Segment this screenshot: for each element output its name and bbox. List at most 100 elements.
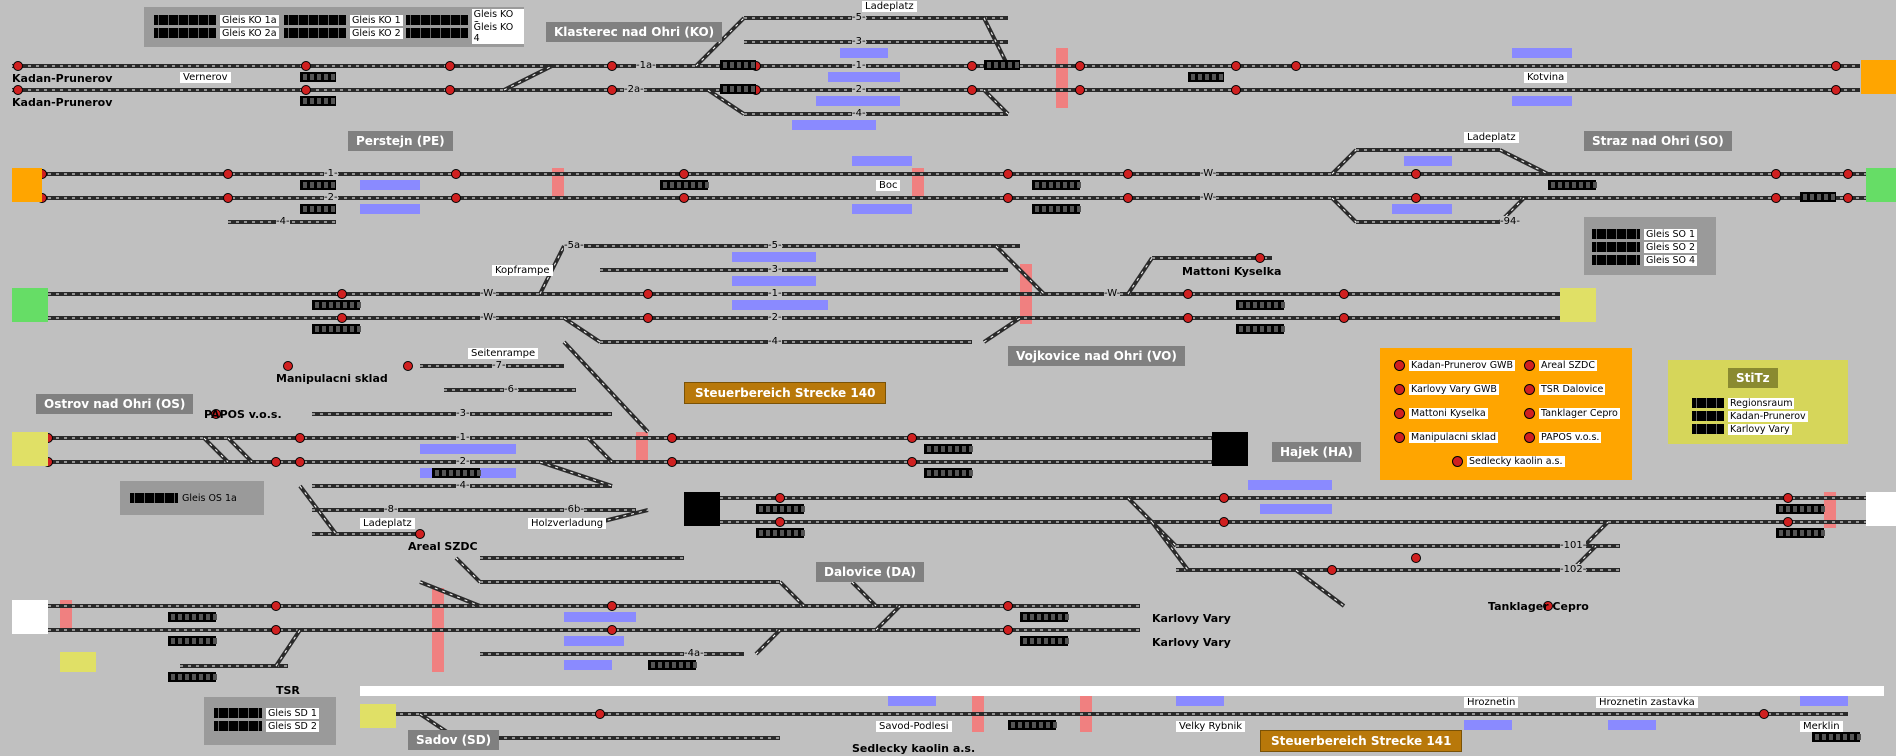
- track-num-os-7[interactable]: -7-: [492, 360, 506, 371]
- edge-marker-east-vojkovice[interactable]: [1560, 288, 1596, 322]
- gleis-so-1-row[interactable]: Gleis SO 1: [1592, 228, 1698, 240]
- station-hajek[interactable]: Hajek (HA): [1272, 442, 1361, 462]
- gleis-sd-2-row[interactable]: Gleis SD 2: [214, 720, 319, 732]
- station-sadov[interactable]: Sadov (SD): [408, 730, 500, 750]
- gleis-ko-4-row[interactable]: Gleis KO 4: [406, 22, 524, 44]
- gleis-so-2-row[interactable]: Gleis SO 2: [1592, 241, 1698, 253]
- gleis-ko-2a-row[interactable]: Gleis KO 2a: [154, 27, 279, 39]
- track-display-cell: [1824, 194, 1828, 200]
- gleis-os-1a-row[interactable]: Gleis OS 1a: [130, 492, 237, 504]
- edge-marker-black-1[interactable]: [1212, 432, 1248, 466]
- track-num-os-6b[interactable]: -6b-: [564, 504, 584, 515]
- track-display-cell: [759, 506, 763, 512]
- track-num-ko-5[interactable]: -5-: [852, 12, 866, 23]
- signal-icon: [223, 193, 233, 203]
- gleis-so-1-label: Gleis SO 1: [1644, 228, 1698, 240]
- signal-icon: [1771, 169, 1781, 179]
- track-num-pe-4[interactable]: -4-: [276, 216, 290, 227]
- track-num-vo-w2[interactable]: -W-: [480, 312, 497, 323]
- track-num-os-4[interactable]: -4-: [456, 480, 470, 491]
- station-ostrov[interactable]: Ostrov nad Ohri (OS): [36, 394, 194, 414]
- track-num-vo-2[interactable]: -2-: [768, 312, 782, 323]
- track-num-os-2[interactable]: -2-: [456, 456, 470, 467]
- option-kadan-gwb[interactable]: Kadan-Prunerov GWB: [1394, 360, 1515, 371]
- gleis-ko-1a-row[interactable]: Gleis KO 1a: [154, 14, 279, 26]
- track-num-pe-2[interactable]: -2-: [324, 192, 338, 203]
- station-perstejn[interactable]: Perstejn (PE): [348, 131, 453, 151]
- track-num-vo-1[interactable]: -1-: [768, 288, 782, 299]
- track-display-cell: [987, 62, 991, 68]
- gleis-so-4-row[interactable]: Gleis SO 4: [1592, 254, 1698, 266]
- track-segment: [562, 316, 602, 344]
- track-num-w-1[interactable]: -W-: [1200, 168, 1217, 179]
- steuerbereich-141[interactable]: Steuerbereich Strecke 141: [1260, 730, 1463, 752]
- track-num-pe-1[interactable]: -1-: [324, 168, 338, 179]
- edge-marker-tsr[interactable]: [60, 652, 96, 672]
- option-tanklager[interactable]: Tanklager Cepro: [1524, 408, 1620, 419]
- track-num-ko-3[interactable]: -3-: [852, 36, 866, 47]
- track-display-cell: [1253, 326, 1257, 332]
- track-num-ko-2a[interactable]: -2a-: [624, 84, 644, 95]
- station-klasterec[interactable]: Klasterec nad Ohri (KO): [546, 22, 723, 42]
- signal-icon: [451, 193, 461, 203]
- track-segment-dash: [755, 629, 781, 655]
- edge-marker-east-hajek[interactable]: [1866, 492, 1896, 526]
- track-num-ko-1[interactable]: -1-: [852, 60, 866, 71]
- track-num-ha-101[interactable]: -101-: [1560, 540, 1587, 551]
- track-num-os-1[interactable]: -1-: [456, 432, 470, 443]
- option-sedlecky[interactable]: Sedlecky kaolin a.s.: [1452, 456, 1565, 467]
- edge-marker-west-perstejn[interactable]: [12, 168, 42, 202]
- edge-marker-sadov[interactable]: [360, 704, 396, 728]
- track-segment-dash: [1499, 149, 1549, 175]
- edge-marker-west-dalovice[interactable]: [12, 600, 48, 634]
- signal-icon: [1843, 193, 1853, 203]
- track-num-vo-w3[interactable]: -W-: [1104, 288, 1121, 299]
- stitz-regionsraum-row[interactable]: Regionsraum: [1692, 397, 1808, 409]
- gleis-ko-1-row[interactable]: Gleis KO 1: [284, 14, 403, 26]
- track-segment-dash: [695, 17, 745, 67]
- track-display-cell: [1281, 302, 1285, 308]
- place-kadan-lower: Kadan-Prunerov: [12, 96, 113, 109]
- track-num-os-6[interactable]: -6-: [504, 384, 518, 395]
- track-num-os-3[interactable]: -3-: [456, 408, 470, 419]
- option-karlovy-gwb[interactable]: Karlovy Vary GWB: [1394, 384, 1499, 395]
- stitz-karlovy-row[interactable]: Karlovy Vary: [1692, 423, 1808, 435]
- track-display-cell: [1018, 722, 1022, 728]
- track-num-vo-5a[interactable]: -5a-: [564, 240, 584, 251]
- track-num-vo-5[interactable]: -5-: [768, 240, 782, 251]
- track-display-cell: [303, 98, 307, 104]
- station-dalovice[interactable]: Dalovice (DA): [816, 562, 924, 582]
- track-display-cell: [1008, 62, 1012, 68]
- track-num-da-4a[interactable]: -4a-: [684, 648, 704, 659]
- option-mattoni[interactable]: Mattoni Kyselka: [1394, 408, 1488, 419]
- option-manipulacni[interactable]: Manipulacni sklad: [1394, 432, 1499, 443]
- track-num-os-8[interactable]: -8-: [384, 504, 398, 515]
- gleis-sd-1-row[interactable]: Gleis SD 1: [214, 707, 319, 719]
- track-num-ko-4[interactable]: -4-: [852, 108, 866, 119]
- option-areal[interactable]: Areal SZDC: [1524, 360, 1598, 371]
- edge-marker-west-vojkovice[interactable]: [12, 288, 48, 322]
- track-num-ko-1a[interactable]: -1a-: [636, 60, 656, 71]
- stitz-kadan-row[interactable]: Kadan-Prunerov: [1692, 410, 1808, 422]
- station-straz[interactable]: Straz nad Ohri (SO): [1584, 131, 1732, 151]
- signal-icon: [1771, 193, 1781, 203]
- track-num-ha-102[interactable]: -102-: [1560, 564, 1587, 575]
- option-tsr[interactable]: TSR Dalovice: [1524, 384, 1606, 395]
- station-vojkovice[interactable]: Vojkovice nad Ohri (VO): [1008, 346, 1185, 366]
- track-display-cell: [1023, 614, 1027, 620]
- track-num-vo-w1[interactable]: -W-: [480, 288, 497, 299]
- track-num-w-2[interactable]: -W-: [1200, 192, 1217, 203]
- steuerbereich-140[interactable]: Steuerbereich Strecke 140: [684, 382, 887, 404]
- edge-marker-east-straz[interactable]: [1866, 168, 1896, 202]
- track-num-vo-3[interactable]: -3-: [768, 264, 782, 275]
- track-num-so-94[interactable]: -94-: [1500, 216, 1520, 227]
- option-papos[interactable]: PAPOS v.o.s.: [1524, 432, 1602, 443]
- track-num-vo-4[interactable]: -4-: [768, 336, 782, 347]
- gleis-ko-2-row[interactable]: Gleis KO 2: [284, 27, 403, 39]
- edge-marker-east-kadan[interactable]: [1861, 60, 1896, 94]
- edge-marker-black-2[interactable]: [684, 492, 720, 526]
- track-display-cell: [1810, 194, 1814, 200]
- track-num-ko-2[interactable]: -2-: [852, 84, 866, 95]
- edge-marker-west-ostrov[interactable]: [12, 432, 48, 466]
